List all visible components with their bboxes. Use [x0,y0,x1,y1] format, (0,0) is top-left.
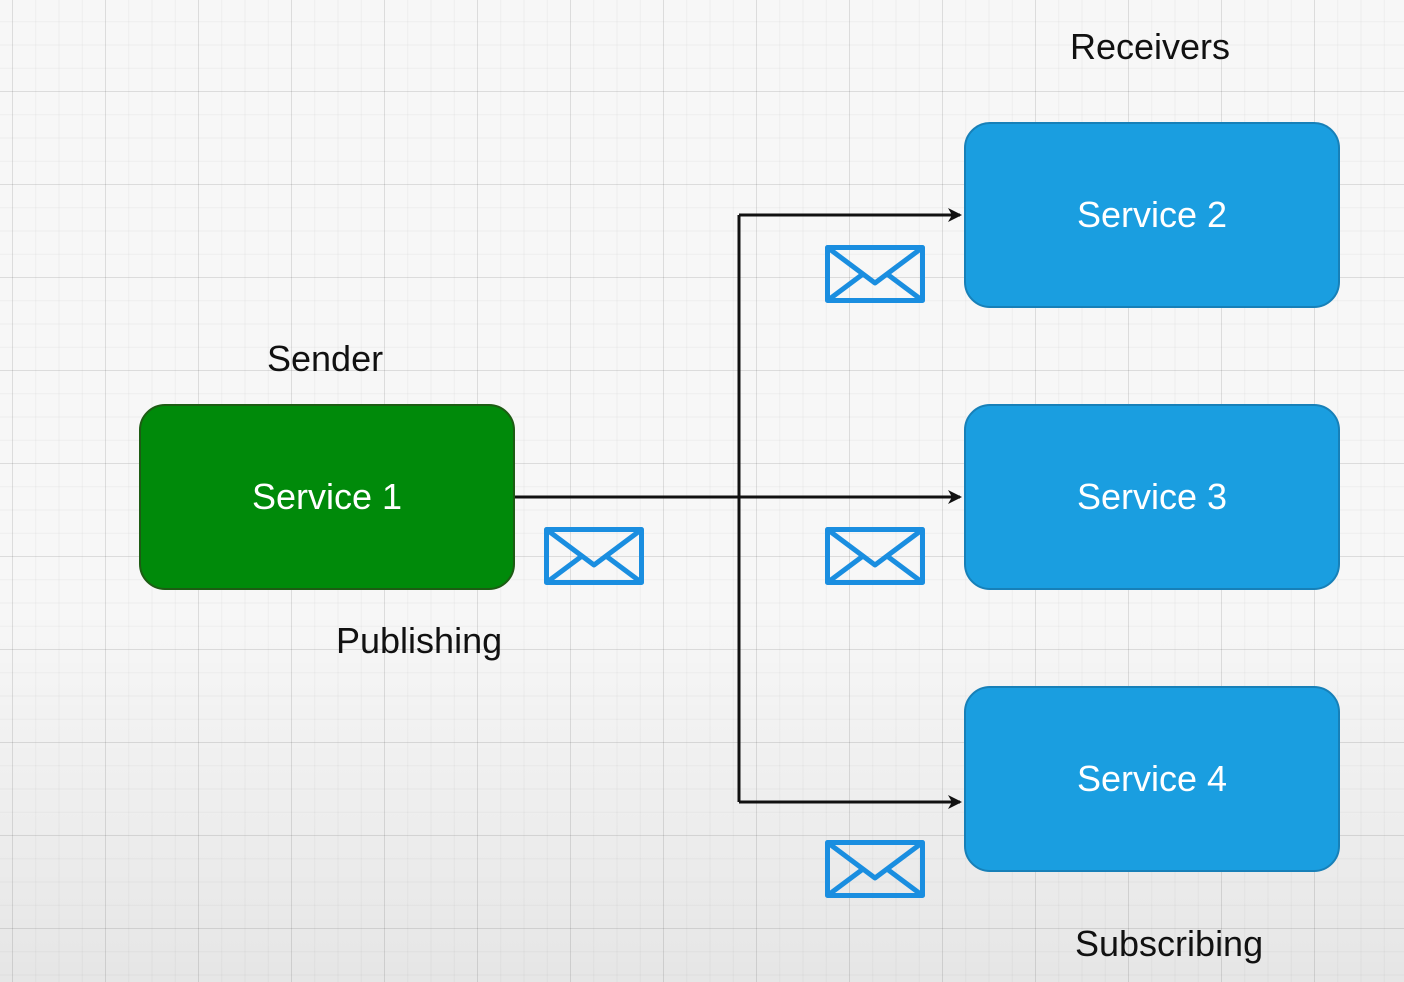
service-2-label: Service 2 [1076,194,1228,235]
subscribing-label: Subscribing [1075,923,1264,964]
receivers-label: Receivers [1070,26,1231,67]
envelope-icon [825,527,925,585]
service-3-node[interactable]: Service 3 [964,404,1340,590]
envelope-icon [825,840,925,898]
envelope-icon [825,245,925,303]
service-2-node[interactable]: Service 2 [964,122,1340,308]
publishing-label: Publishing [336,620,503,661]
service-3-label: Service 3 [1076,476,1228,517]
service-4-node[interactable]: Service 4 [964,686,1340,872]
service-1-node[interactable]: Service 1 [139,404,515,590]
envelope-icon [544,527,644,585]
service-1-label: Service 1 [251,476,403,517]
service-4-label: Service 4 [1076,758,1228,799]
sender-label: Sender [267,338,384,379]
